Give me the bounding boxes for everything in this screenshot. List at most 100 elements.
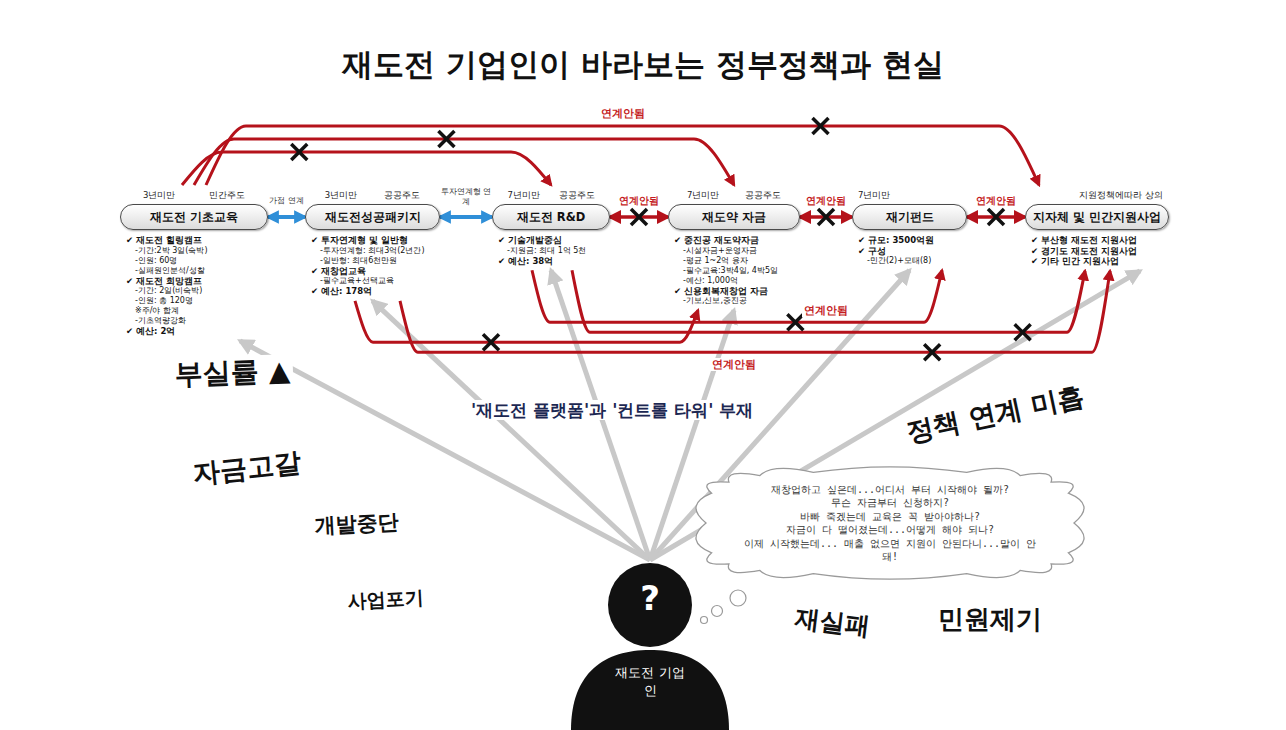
bullet-item: ✔ 신용회복재창업 자금 [674, 286, 798, 297]
bullet-item: -기간: 2일(비숙박) [126, 286, 266, 296]
policy-pill: 재도전 R&D [492, 204, 610, 230]
policy-column: 지원정책에따라 상의지자체 및 민간지원사업✔ 부산형 재도전 지원사업✔ 경기… [1025, 185, 1169, 271]
policy-column: 7년미만재기펀드 ✔ 규모: 3500억원✔ 구성-민간(2)+모태(8) [852, 185, 967, 270]
policy-column: 7년미만공공주도재도약 자금✔ 중진공 재도약자금-시설자금+운영자금-평균 1… [668, 185, 800, 310]
column-tag: 지원정책에따라 상의 [1079, 190, 1163, 202]
cross-mark [1015, 324, 1031, 340]
connector-group [182, 126, 1110, 352]
column-header-row: 7년미만 공공주도 [492, 189, 610, 202]
bullet-item: ✔ 예산: 178억 [311, 286, 438, 297]
pill-label: 재도전성공패키지 [325, 210, 421, 225]
bullet-item: ✔ 재도전 힐링캠프 [126, 235, 266, 246]
thought-text: 재창업하고 싶은데...어디서 부터 시작해야 될까? [771, 483, 1009, 497]
column-tag: 3년미만 [143, 190, 175, 202]
cross-mark [631, 209, 647, 225]
pill-label: 재기펀드 [886, 210, 934, 225]
cross-mark [924, 344, 940, 360]
thought-text: 자금이 다 떨어졌는데...어떻게 해야 되나? [786, 523, 994, 537]
bullet-list: ✔ 중진공 재도약자금-시설자금+운영자금-평균 1~2억 융자-필수교육:3박… [668, 235, 800, 306]
bullet-item: -시설자금+운영자금 [674, 246, 798, 256]
column-header-row: 3년미만민간주도 [120, 189, 268, 202]
column-tag: 공공주도 [559, 190, 595, 202]
bullet-item: -인원: 60명 [126, 256, 266, 266]
bullet-item: -기초역량강화 [126, 316, 266, 326]
cloud-outline [696, 467, 1084, 579]
bullet-item: ✔ 부산형 재도전 지원사업 [1031, 235, 1167, 246]
policy-column: 7년미만 공공주도재도전 R&D ✔ 기술개발중심-지원금: 최대 1억 5천✔ 예… [492, 185, 610, 270]
person-body [571, 650, 729, 730]
cross-mark [812, 118, 828, 134]
callout-text: 민원제기 [935, 604, 1045, 635]
callout-text: '재도전 플랫폼'과 '컨트롤 타워' 부재 [468, 400, 757, 420]
column-tag: 공공주도 [384, 190, 420, 202]
cloud-text-box: 재창업하고 싶은데...어디서 부터 시작해야 될까?무슨 자금부터 신청하지?… [690, 458, 1090, 588]
link-arrow [206, 126, 1039, 185]
bullet-item: ✔ 재창업교육 [311, 266, 438, 277]
thought-bubble [730, 590, 746, 606]
callout-text: 재실패 [790, 603, 874, 643]
column-header-row: 지원정책에따라 상의 [1025, 189, 1169, 202]
bullet-item: ✔ 중진공 재도약자금 [674, 235, 798, 246]
callout-text: 정책 연계 미흡 [901, 379, 1090, 450]
pill-label: 재도전 R&D [517, 210, 585, 225]
thought-text: 바빠 죽겠는데 교육은 꼭 받아야하나? [800, 510, 980, 524]
bullet-item: ※주/야 합계 [126, 306, 266, 316]
cloud-outline [690, 458, 1090, 588]
bullet-item: -필수교육+선택교육 [311, 276, 438, 286]
bullet-item: -기보,신보,중진공 [674, 296, 798, 306]
link-arrow [373, 301, 651, 560]
bullet-item: -투자연계형: 최대3억(2년간) [311, 246, 438, 256]
callout-text: 개발중단 [311, 510, 402, 540]
bullet-item: -인원: 총 120명 [126, 296, 266, 306]
cross-mark [483, 334, 499, 350]
policy-column: 3년미만 공공주도재도전성공패키지 ✔ 투자연계형 및 일반형-투자연계형: 최대3… [305, 185, 440, 301]
column-tag: 3년미만 [325, 190, 357, 202]
bullet-item: ✔ 예산: 2억 [126, 326, 266, 337]
edge-label: 연계안됨 [599, 107, 647, 120]
bullet-item: -민간(2)+모태(8) [858, 256, 965, 266]
column-header-row: 7년미만 [852, 189, 967, 202]
policy-pill: 재도전성공패키지 [305, 204, 440, 230]
policy-pill: 재도전 기초교육 [120, 204, 268, 230]
link-arrow [268, 215, 305, 219]
edge-label: 연계안됨 [804, 195, 848, 206]
pill-label: 재도약 자금 [702, 210, 766, 225]
bullet-item: ✔ 투자연계형 및 일반형 [311, 235, 438, 246]
edge-label: 연계안됨 [617, 195, 661, 206]
bullet-item: ✔ 예산: 38억 [498, 256, 608, 267]
cross-mark [818, 209, 834, 225]
bullet-item: ✔ 기타 민간 지원사업 [1031, 256, 1167, 267]
edge-label: 가점 연계 [267, 196, 306, 206]
link-arrow [440, 215, 492, 219]
cross-mark [438, 131, 454, 147]
bullet-item: ✔ 재도전 희망캠프 [126, 276, 266, 287]
bullet-item: -필수교육:3박4일, 4박5일 [674, 266, 798, 276]
link-arrow [572, 270, 1085, 332]
link-arrow [182, 152, 551, 185]
cross-mark [988, 209, 1004, 225]
pill-label: 지자체 및 민간지원사업 [1033, 210, 1161, 225]
bullet-item: -일반형: 최대6천만원 [311, 256, 438, 266]
policy-column: 3년미만민간주도재도전 기초교육✔ 재도전 힐링캠프-기간:2박 3일(숙박)-… [120, 185, 268, 341]
link-arrow [532, 270, 942, 322]
thought-text: 이제 시작했는데... 매출 없으면 지원이 안된다니...말이 안돼! [740, 537, 1040, 564]
bullet-item: -실패원인분석/성찰 [126, 266, 266, 276]
column-tag: 7년미만 [507, 190, 539, 202]
bullet-item: -평균 1~2억 융자 [674, 256, 798, 266]
person-text: ? [565, 576, 735, 622]
bullet-item: -예산: 1,000억 [674, 276, 798, 286]
thought-cloud: 재창업하고 싶은데...어디서 부터 시작해야 될까?무슨 자금부터 신청하지?… [690, 458, 1090, 588]
link-arrow [194, 139, 734, 185]
callout-text: 부실률 ▲ [171, 354, 293, 392]
thought-bubble [701, 617, 708, 624]
bullet-item: ✔ 규모: 3500억원 [858, 235, 965, 246]
edge-label: 연계안됨 [802, 305, 850, 318]
callout-text: 사업포기 [344, 586, 427, 613]
column-tag: 7년미만 [687, 190, 719, 202]
policy-pill: 재도약 자금 [668, 204, 800, 230]
bullet-list: ✔ 기술개발중심-지원금: 최대 1억 5천✔ 예산: 38억 [492, 235, 610, 266]
bullet-item: ✔ 구성 [858, 246, 965, 257]
cross-mark [291, 144, 307, 160]
